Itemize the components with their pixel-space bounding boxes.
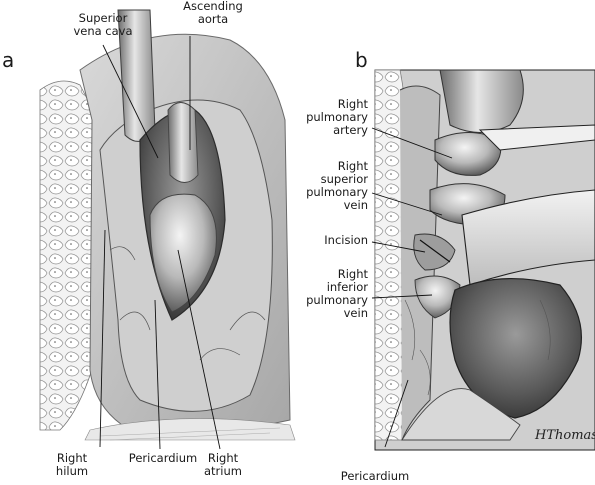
panel-b-letter: b	[355, 48, 368, 72]
panel-b-leader-lines	[371, 127, 453, 448]
artist-signature: HThomas	[535, 428, 595, 443]
leader-pericardium-b	[384, 379, 409, 448]
label-pericardium-a: Pericardium	[128, 451, 198, 465]
leader-atrium	[177, 249, 221, 450]
label-right-inferior-pulmonary-vein: Right inferior pulmonary vein	[306, 267, 368, 320]
label-ascending-aorta: Ascending aorta	[183, 0, 243, 26]
leader-svc	[102, 44, 159, 159]
panel-a-letter: a	[2, 48, 15, 72]
label-pericardium-b: Pericardium	[340, 469, 410, 483]
label-right-hilum: Right hilum	[55, 451, 89, 478]
leader-incision	[371, 241, 426, 253]
panel-a-leader-lines	[99, 36, 221, 450]
leader-hilum	[99, 229, 106, 448]
label-superior-vena-cava: Superior vena cava	[73, 11, 133, 38]
leader-ripv	[371, 294, 433, 299]
label-incision: Incision	[324, 233, 368, 247]
leader-rpa	[371, 127, 453, 159]
leader-pericardium-a	[154, 299, 161, 450]
leader-rspv	[371, 192, 443, 216]
label-right-superior-pulmonary-vein: Right superior pulmonary vein	[306, 159, 368, 212]
label-right-atrium: Right atrium	[204, 451, 242, 478]
label-right-pulmonary-artery: Right pulmonary artery	[306, 97, 368, 137]
panel-a-illustration	[39, 9, 296, 441]
panel-b-illustration	[374, 69, 595, 451]
